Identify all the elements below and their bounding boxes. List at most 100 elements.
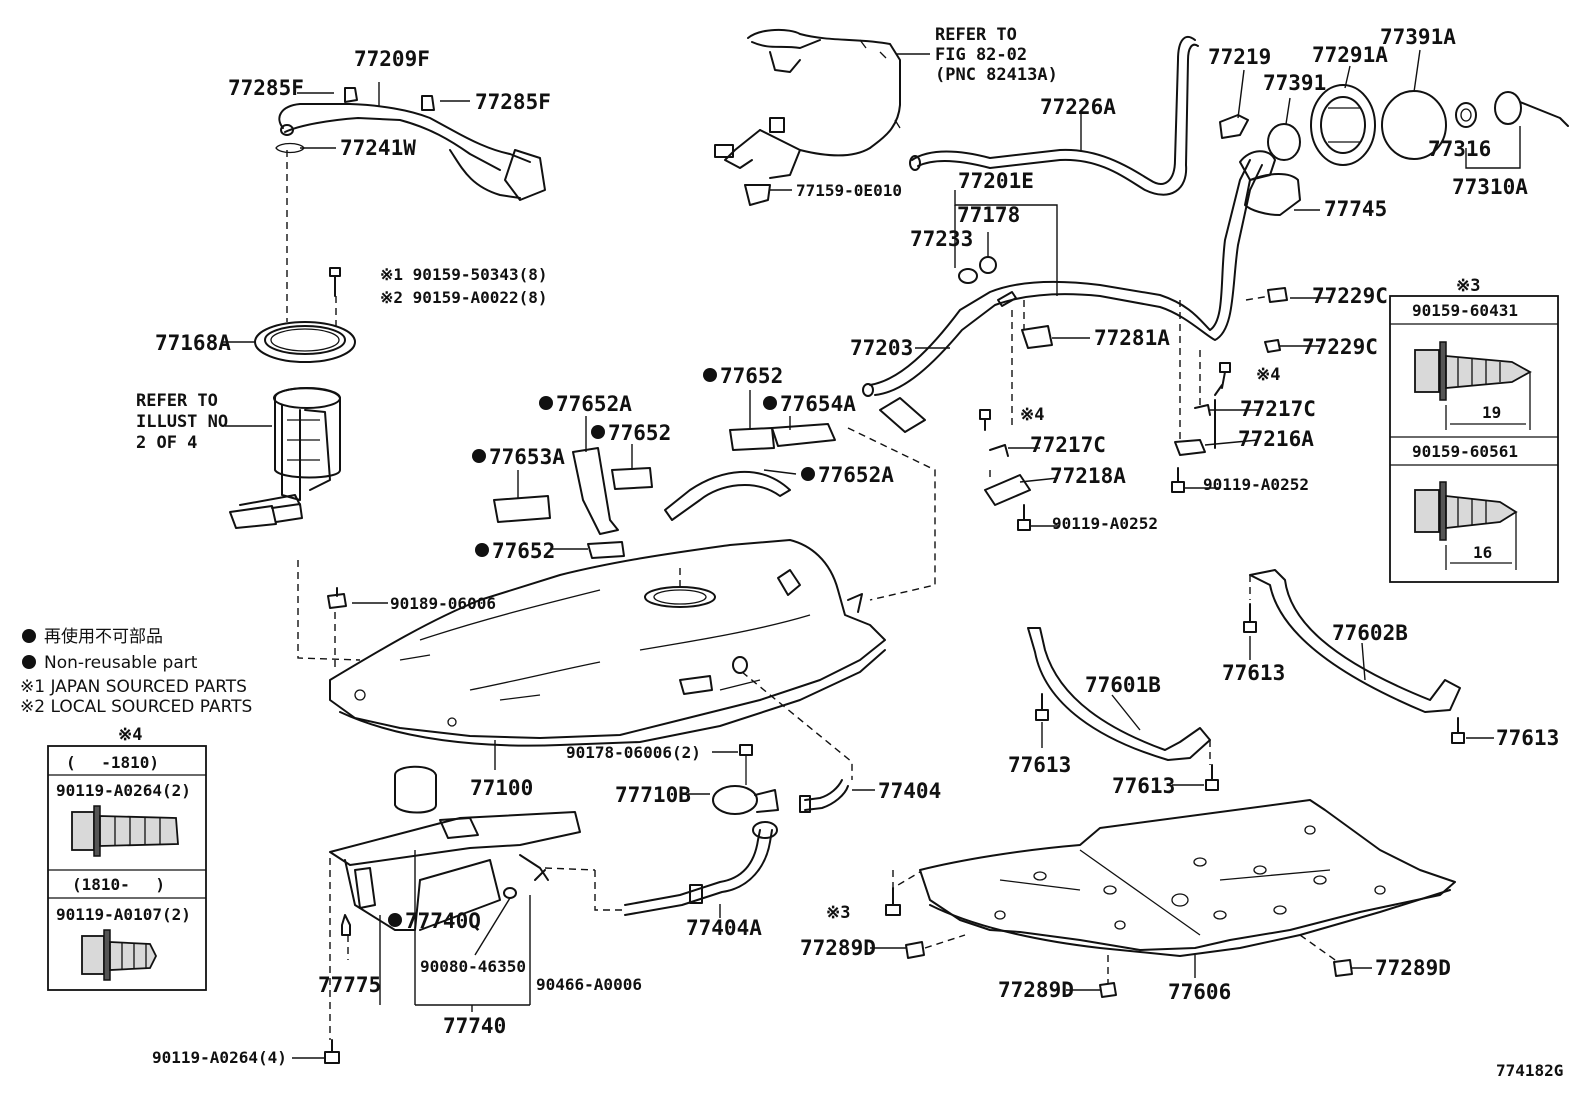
label-77613: 77613 <box>1112 774 1175 798</box>
label-90178-06006: 90178-06006(2) <box>566 743 701 762</box>
label-77281A: 77281A <box>1094 326 1170 350</box>
label-77289D: 77289D <box>800 936 876 960</box>
bolt-note-1: ※1 90159-50343(8) <box>380 265 548 284</box>
tank-band-77602B <box>1249 569 1461 713</box>
bolt-spec-box-4 <box>47 745 207 991</box>
note-mark-4: ※4 <box>1020 405 1044 425</box>
label-77216A: 77216A <box>1238 427 1314 451</box>
label-77285F: 77285F <box>228 76 304 100</box>
label-77652: 77652 <box>492 539 555 563</box>
clip-77217C <box>1194 404 1211 416</box>
label-77740: 77740 <box>443 1014 506 1038</box>
label-90189-06006: 90189-06006 <box>390 594 496 613</box>
box-3-mark: ※3 <box>1456 276 1480 296</box>
fuel-pump-assembly <box>229 387 341 529</box>
bolt-icon <box>329 267 341 297</box>
flange-bolt-icon <box>81 929 158 981</box>
label-77100: 77100 <box>470 776 533 800</box>
box-4-mark: ※4 <box>118 725 142 745</box>
diagram-id: 774182G <box>1496 1061 1563 1080</box>
non-reusable-dot <box>388 913 402 927</box>
non-reusable-dot <box>801 467 815 481</box>
fuel-tank-77100 <box>329 539 886 747</box>
o-ring-77178 <box>979 256 997 274</box>
non-reusable-dot <box>703 368 717 382</box>
bolt-icon <box>1219 362 1231 389</box>
label-77178: 77178 <box>957 203 1020 227</box>
valve-77710B <box>712 744 779 815</box>
label-90119-A0264: 90119-A0264(4) <box>152 1048 287 1067</box>
label-77218A: 77218A <box>1050 464 1126 488</box>
bolt-icon <box>324 1039 340 1064</box>
clip-77289D <box>1099 982 1117 998</box>
label-77229C: 77229C <box>1312 284 1388 308</box>
label-77226A: 77226A <box>1040 95 1116 119</box>
box-4-range-1: ( -1810) <box>66 753 159 772</box>
label-77606: 77606 <box>1168 980 1231 1004</box>
tank-band-77601B <box>1027 627 1211 761</box>
label-77217C: 77217C <box>1030 433 1106 457</box>
label-77654A: 77654A <box>780 392 856 416</box>
grommet-90189-06006 <box>327 587 347 609</box>
under-cover-77606 <box>919 799 1456 957</box>
legend-note-1: ※1 JAPAN SOURCED PARTS <box>20 677 247 697</box>
box-3-dim-1: 19 <box>1482 403 1501 422</box>
bolt-icon <box>885 887 901 916</box>
hose-77404A <box>624 821 778 916</box>
bracket-77218A <box>984 474 1031 506</box>
label-77652: 77652 <box>720 364 783 388</box>
hex-bolt-icon <box>1414 341 1532 430</box>
clip-77217C <box>989 444 1009 457</box>
sheet-77652A <box>664 470 791 521</box>
non-reusable-dot <box>22 655 36 669</box>
refer-text: 2 OF 4 <box>136 433 197 453</box>
box-3-dim-2: 16 <box>1473 543 1492 562</box>
bolt-note-2: ※2 90159-A0022(8) <box>380 288 548 307</box>
note-mark-4: ※4 <box>1256 365 1280 385</box>
label-77391: 77391 <box>1263 71 1326 95</box>
hex-bolt-icon <box>1414 481 1518 570</box>
sheet-77653A <box>493 495 551 523</box>
label-90080-46350: 90080-46350 <box>420 957 526 976</box>
sheet-77652 <box>729 427 775 451</box>
label-77613: 77613 <box>1496 726 1559 750</box>
clip-77229C <box>1267 287 1288 303</box>
bracket-77216A <box>1174 439 1206 456</box>
hose-77404 <box>799 779 849 813</box>
box-3-bolt-2: 90159-60561 <box>1412 442 1518 461</box>
non-reusable-dot <box>22 629 36 643</box>
legend-en: Non-reusable part <box>44 653 198 673</box>
label-77241W: 77241W <box>340 136 416 160</box>
label-77613: 77613 <box>1222 661 1285 685</box>
label-77209F: 77209F <box>354 47 430 71</box>
refer-text: (PNC 82413A) <box>935 65 1058 85</box>
label-90119-A0252: 90119-A0252 <box>1052 514 1158 533</box>
box-3-bolt-1: 90159-60431 <box>1412 301 1518 320</box>
bolt-icon <box>1205 764 1219 791</box>
label-77285F: 77285F <box>475 90 551 114</box>
bolt-spec-box-3 <box>1389 295 1559 583</box>
label-77740Q: 77740Q <box>405 909 481 933</box>
filler-pipe-77201E <box>862 159 1263 433</box>
label-77217C: 77217C <box>1240 397 1316 421</box>
label-77289D: 77289D <box>1375 956 1451 980</box>
label-77710B: 77710B <box>615 783 691 807</box>
refer-text: FIG 82-02 <box>935 45 1027 65</box>
label-77404A: 77404A <box>686 916 762 940</box>
label-77652A: 77652A <box>556 392 632 416</box>
o-ring-77241W <box>275 142 305 154</box>
sheet-77654A <box>771 423 836 447</box>
label-77653A: 77653A <box>489 445 565 469</box>
label-77310A: 77310A <box>1452 175 1528 199</box>
label-77601B: 77601B <box>1085 673 1161 697</box>
refer-text: REFER TO <box>935 25 1017 45</box>
box-4-bolt-1: 90119-A0264(2) <box>56 781 191 800</box>
refer-text: REFER TO <box>136 391 218 411</box>
clip-77289D <box>905 941 925 959</box>
bolt-icon <box>1451 717 1465 744</box>
label-77201E: 77201E <box>958 169 1034 193</box>
bolt-icon <box>1171 467 1185 493</box>
check-valve-icon <box>997 291 1017 307</box>
label-77745: 77745 <box>1324 197 1387 221</box>
